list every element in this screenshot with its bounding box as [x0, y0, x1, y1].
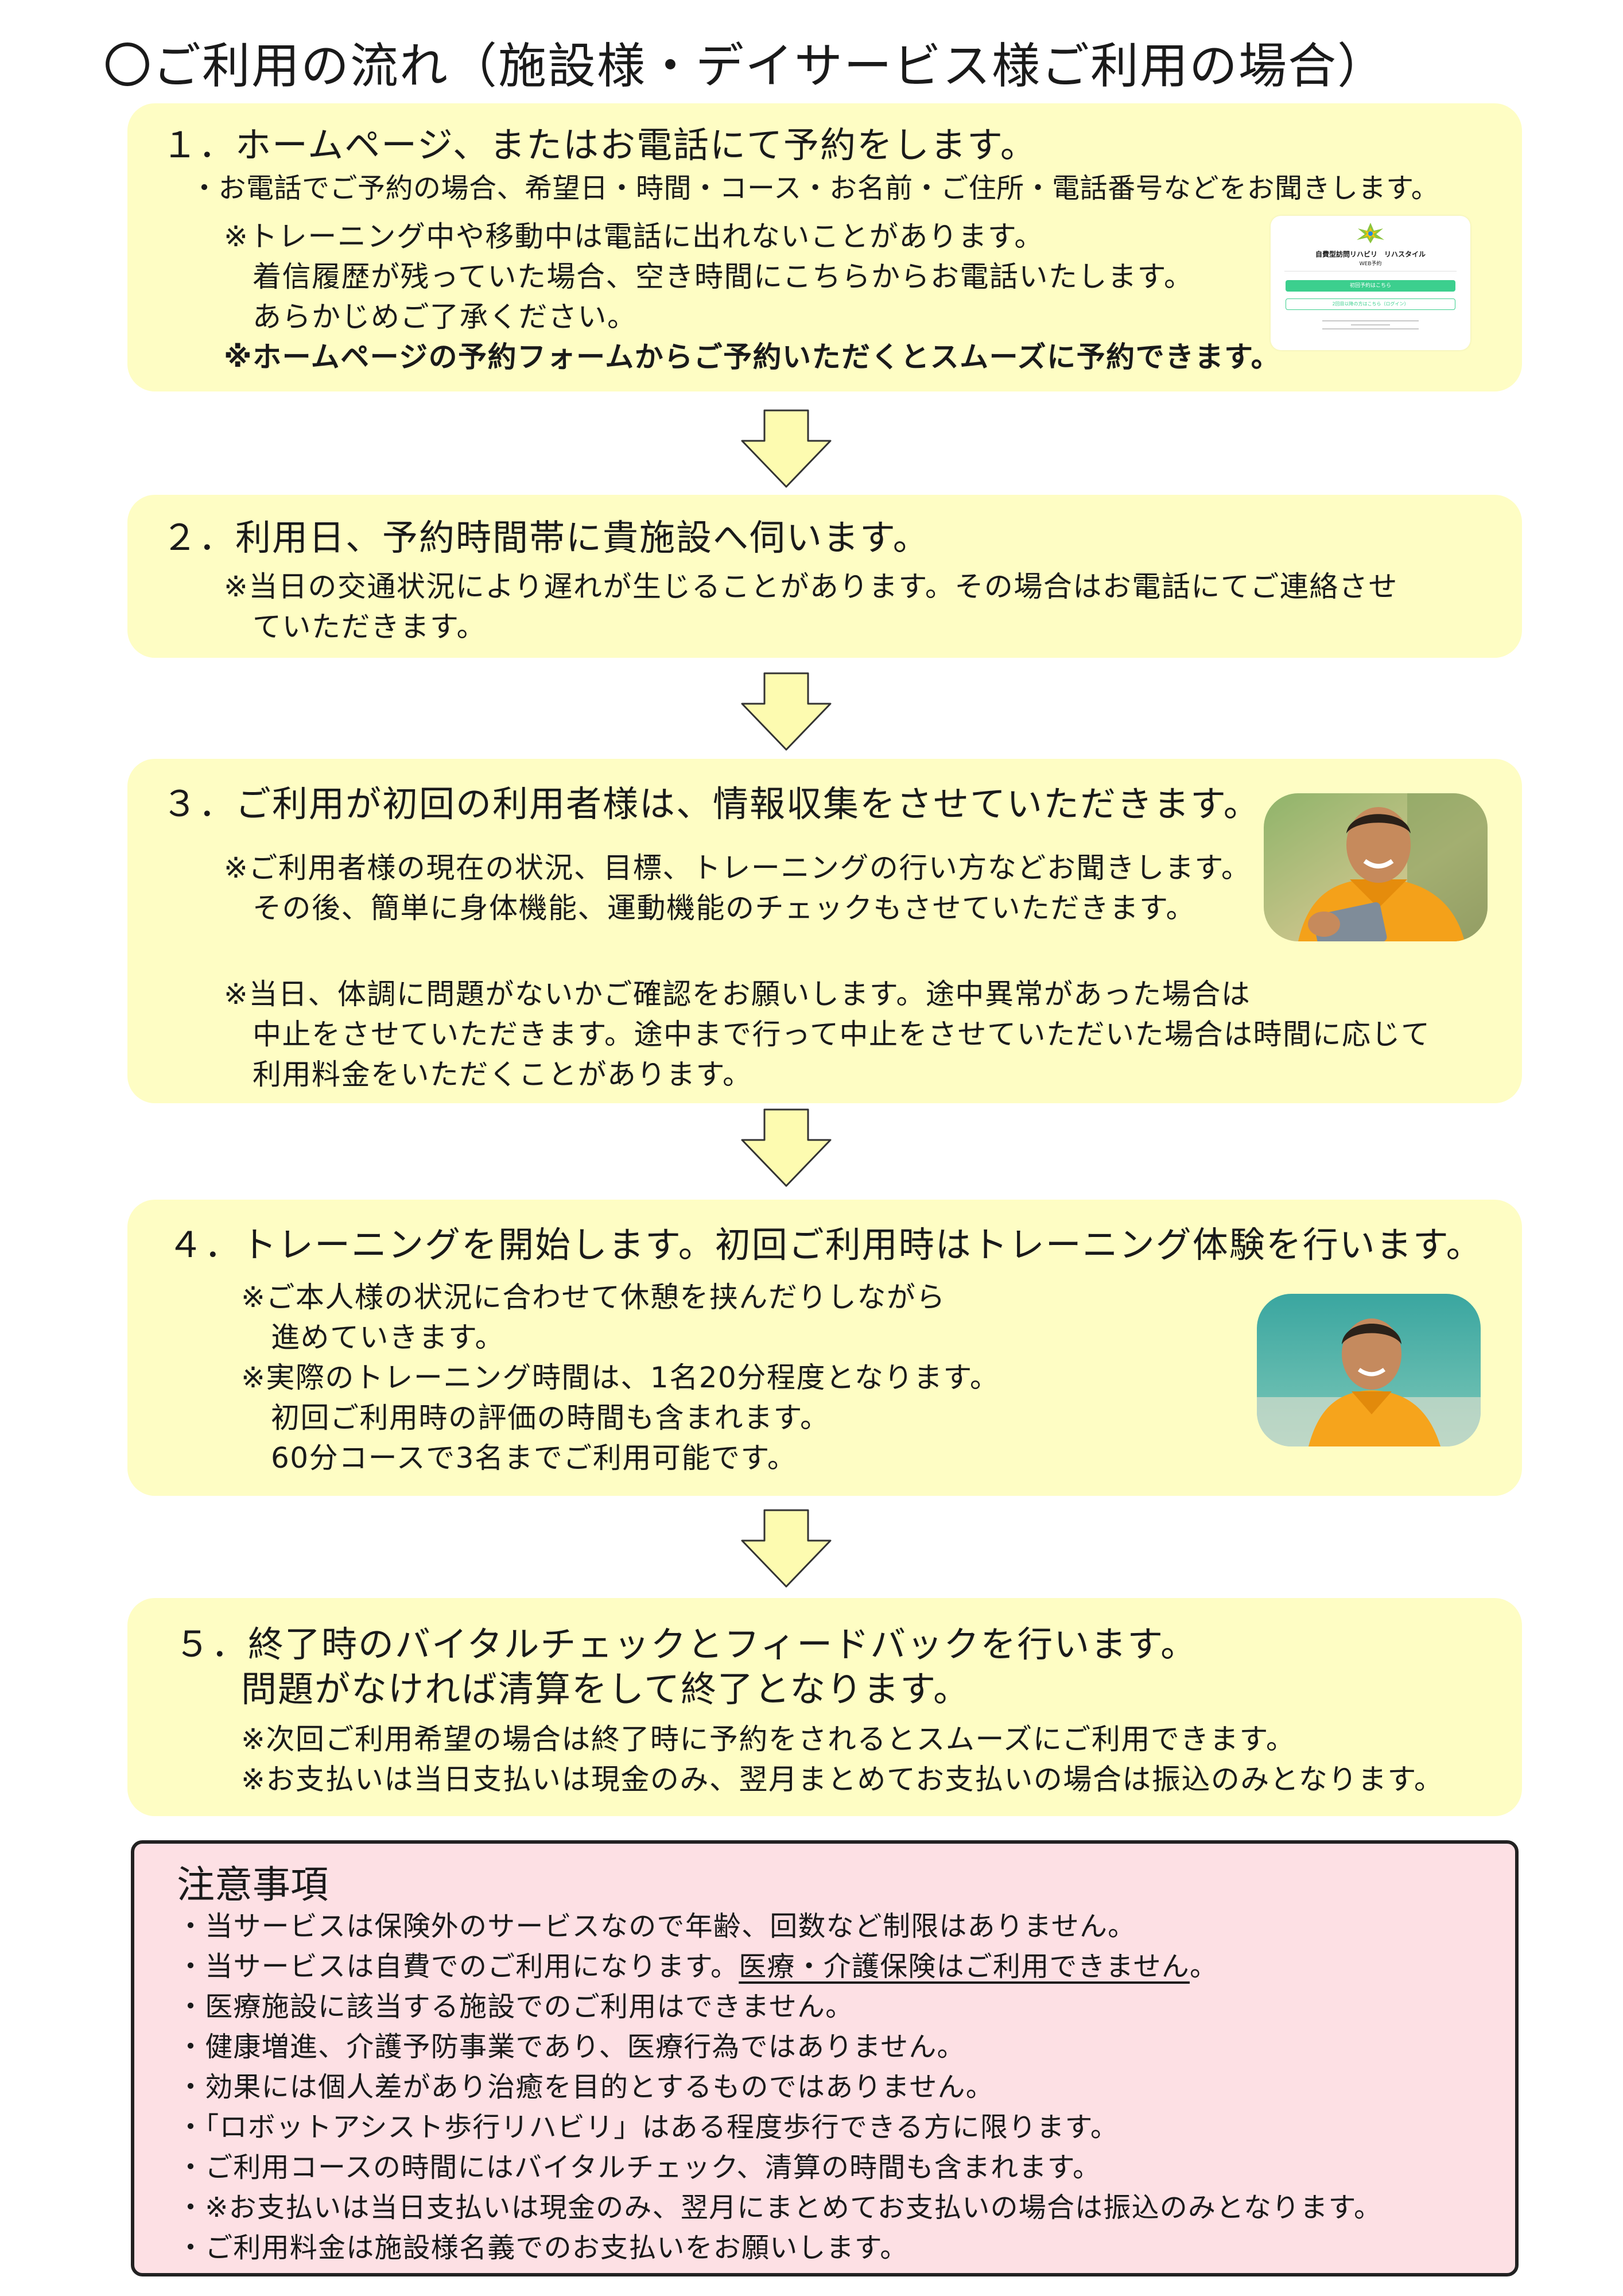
web-preview-footer-lines	[1322, 320, 1419, 329]
step-2-heading: ２．利用日、予約時間帯に貴施設へ伺います。	[162, 517, 930, 559]
notice-item-2-text: ・当サービスは自費でのご利用になります。	[177, 1950, 739, 1983]
notice-title: 注意事項	[177, 1863, 328, 1907]
notice-item-8: ・※お支払いは当日支払いは現金のみ、翌月にまとめてお支払いの場合は振込のみとなり…	[177, 2192, 1383, 2224]
step-1-box: １．ホームページ、またはお電話にて予約をします。 ・お電話でご予約の場合、希望日…	[127, 103, 1522, 391]
down-arrow-icon	[741, 1509, 832, 1588]
notice-item-6: ・「ロボットアシスト歩行リハビリ」はある程度歩行できる方に限ります。	[177, 2111, 1119, 2143]
notice-item-9: ・ご利用料金は施設様名義でのお支払いをお願いします。	[177, 2232, 908, 2264]
page-title: 〇ご利用の流れ（施設様・デイサービス様ご利用の場合）	[103, 38, 1387, 94]
notice-item-4: ・健康増進、介護予防事業であり、医療行為ではありません。	[177, 2031, 965, 2063]
step-1-line-4: あらかじめご了承ください。	[253, 300, 637, 333]
notice-item-2: ・当サービスは自費でのご利用になります。医療・介護保険はご利用できません。	[177, 1944, 1218, 1984]
notice-item-3: ・医療施設に該当する施設でのご利用はできません。	[177, 1991, 854, 2023]
step-1-line-5: ※ホームページの予約フォームからご予約いただくとスムーズに予約できます。	[224, 340, 1281, 374]
step-4-line-3: ※実際のトレーニング時間は、1名20分程度となります。	[241, 1361, 1000, 1394]
down-arrow-icon	[741, 1108, 832, 1187]
notice-item-2-tail: 。	[1189, 1950, 1218, 1983]
step-3-line-5: 利用料金をいただくことがあります。	[253, 1058, 752, 1091]
step-5-heading-2: 問題がなければ清算をして終了となります。	[241, 1668, 970, 1710]
notice-item-2-underlined: 医療・介護保険はご利用できません	[739, 1950, 1190, 1983]
step-1-line-2: ※トレーニング中や移動中は電話に出れないことがあります。	[224, 220, 1044, 253]
down-arrow-icon	[741, 409, 832, 488]
step-4-line-5: 60分コースで3名までご利用可能です。	[271, 1441, 797, 1475]
web-preview-primary-button[interactable]: 初回予約はこちら	[1286, 280, 1455, 292]
notice-item-5: ・効果には個人差があり治癒を目的とするものではありません。	[177, 2071, 994, 2103]
web-preview-divider	[1284, 271, 1457, 272]
step-2-line-2: ていただきます。	[253, 610, 486, 643]
notice-item-7: ・ご利用コースの時間にはバイタルチェック、清算の時間も含まれます。	[177, 2151, 1101, 2183]
notice-item-1: ・当サービスは保険外のサービスなので年齢、回数など制限はありません。	[177, 1910, 1136, 1942]
web-preview-title: 自費型訪問リハビリ リハスタイル	[1315, 250, 1426, 258]
step-3-line-1: ※ご利用者様の現在の状況、目標、トレーニングの行い方などお聞きします。	[224, 851, 1251, 885]
step-5-heading: ５．終了時のバイタルチェックとフィードバックを行います。	[174, 1623, 1198, 1665]
step-5-line-1: ※次回ご利用希望の場合は終了時に予約をされるとスムーズにご利用できます。	[241, 1723, 1296, 1756]
web-preview-subtitle: WEB予約	[1359, 261, 1382, 267]
notice-box: 注意事項 ・当サービスは保険外のサービスなので年齢、回数など制限はありません。 …	[131, 1840, 1519, 2276]
step-3-box: ３．ご利用が初回の利用者様は、情報収集をさせていただきます。 ※ご利用者様の現在…	[127, 759, 1522, 1103]
step-3-line-4: 中止をさせていただきます。途中まで行って中止をさせていただいた場合は時間に応じて	[253, 1018, 1431, 1051]
step-3-line-2: その後、簡単に身体機能、運動機能のチェックもさせていただきます。	[253, 891, 1195, 925]
step-4-line-2: 進めていきます。	[271, 1321, 504, 1354]
step-4-line-4: 初回ご利用時の評価の時間も含まれます。	[271, 1401, 830, 1434]
step-4-heading: ４．トレーニングを開始します。初回ご利用時はトレーニング体験を行います。	[168, 1224, 1483, 1266]
web-reservation-preview[interactable]: 自費型訪問リハビリ リハスタイル WEB予約 初回予約はこちら 2回目以降の方は…	[1271, 216, 1470, 350]
staff-smiling-photo-icon	[1257, 1294, 1481, 1446]
step-3-line-3: ※当日、体調に問題がないかご確認をお願いします。途中異常があった場合は	[224, 978, 1251, 1011]
step-2-line-1: ※当日の交通状況により遅れが生じることがあります。その場合はお電話にてご連絡させ	[224, 570, 1398, 603]
step-5-box: ５．終了時のバイタルチェックとフィードバックを行います。 問題がなければ清算をし…	[127, 1598, 1522, 1816]
step-2-box: ２．利用日、予約時間帯に貴施設へ伺います。 ※当日の交通状況により遅れが生じるこ…	[127, 495, 1522, 658]
web-preview-secondary-button[interactable]: 2回目以降の方はこちら（ログイン）	[1286, 298, 1455, 310]
step-1-line-3: 着信履歴が残っていた場合、空き時間にこちらからお電話いたします。	[253, 260, 1194, 293]
step-1-heading: １．ホームページ、またはお電話にて予約をします。	[162, 124, 1037, 166]
step-4-box: ４．トレーニングを開始します。初回ご利用時はトレーニング体験を行います。 ※ご本…	[127, 1200, 1522, 1496]
star-burst-logo-icon	[1357, 223, 1384, 243]
down-arrow-icon	[741, 672, 832, 751]
staff-with-tablet-photo-icon	[1264, 793, 1488, 941]
step-3-heading: ３．ご利用が初回の利用者様は、情報収集をさせていただきます。	[162, 783, 1260, 825]
step-1-line-1: ・お電話でご予約の場合、希望日・時間・コース・お名前・ご住所・電話番号などをお聞…	[191, 172, 1439, 204]
step-5-line-2: ※お支払いは当日支払いは現金のみ、翌月まとめてお支払いの場合は振込のみとなります…	[241, 1763, 1444, 1796]
step-4-line-1: ※ご本人様の状況に合わせて休憩を挟んだりしながら	[241, 1281, 946, 1314]
